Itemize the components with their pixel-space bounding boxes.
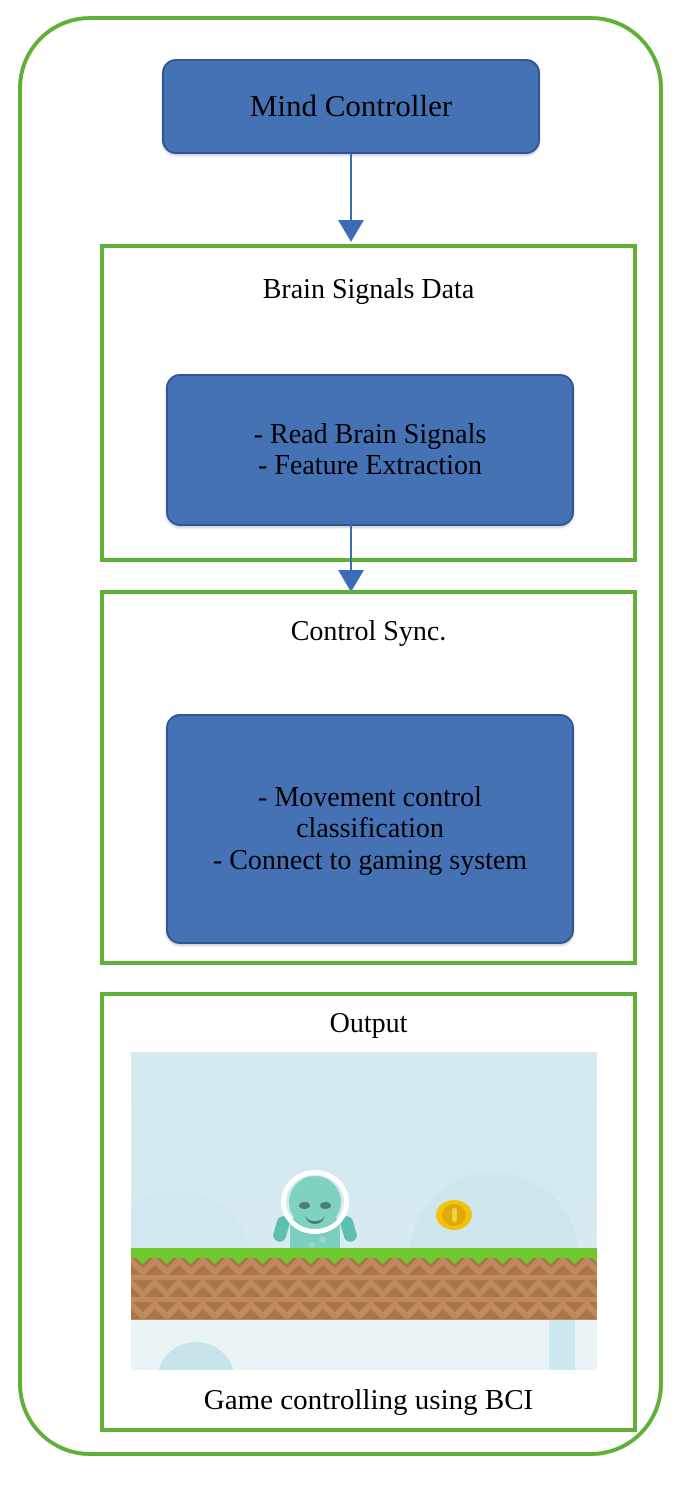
section-output: Output bbox=[100, 992, 637, 1432]
dirt-layer bbox=[131, 1258, 597, 1320]
space-helmet-icon bbox=[281, 1170, 349, 1234]
diagram-outer-frame: Mind Controller Brain Signals Data - Rea… bbox=[18, 16, 663, 1456]
brain-signals-detail-node[interactable]: - Read Brain Signals - Feature Extractio… bbox=[166, 374, 574, 526]
section-control-sync: Control Sync. - Movement control classif… bbox=[100, 590, 637, 965]
output-caption: Game controlling using BCI bbox=[203, 1384, 534, 1416]
underground-stripe-shape bbox=[549, 1320, 575, 1370]
control-sync-detail-node[interactable]: - Movement control classification - Conn… bbox=[166, 714, 574, 944]
section-brain-signals-data: Brain Signals Data - Read Brain Signals … bbox=[100, 244, 637, 562]
game-screenshot bbox=[131, 1052, 597, 1370]
section-output-title: Output bbox=[329, 1008, 408, 1039]
arrow-head bbox=[338, 220, 364, 242]
arrow-shaft bbox=[350, 520, 352, 572]
grass-zigzag-edge bbox=[131, 1256, 597, 1264]
character-spot bbox=[319, 1236, 326, 1243]
mind-controller-label: Mind Controller bbox=[249, 88, 453, 124]
player-character-icon bbox=[271, 1170, 359, 1279]
control-sync-detail-text: - Movement control classification - Conn… bbox=[212, 781, 528, 876]
arrow-head bbox=[338, 570, 364, 592]
character-spot bbox=[309, 1242, 315, 1248]
mind-controller-node[interactable]: Mind Controller bbox=[162, 59, 540, 154]
underground-bump-shape bbox=[157, 1342, 235, 1370]
section-control-sync-title: Control Sync. bbox=[290, 616, 447, 647]
brain-signals-detail-text: - Read Brain Signals - Feature Extractio… bbox=[253, 418, 487, 481]
arrow-down-icon-brain-to-sync bbox=[338, 520, 364, 592]
section-brain-signals-title: Brain Signals Data bbox=[262, 274, 475, 305]
arrow-down-icon-mind-to-brain bbox=[338, 154, 364, 242]
game-sky bbox=[131, 1052, 597, 1262]
gold-coin-icon bbox=[436, 1200, 472, 1230]
dirt-zigzag-band bbox=[131, 1280, 597, 1297]
underground-layer bbox=[131, 1320, 597, 1370]
arrow-shaft bbox=[350, 154, 352, 222]
dirt-zigzag-band bbox=[131, 1302, 597, 1319]
coin-center-bar bbox=[452, 1208, 457, 1222]
